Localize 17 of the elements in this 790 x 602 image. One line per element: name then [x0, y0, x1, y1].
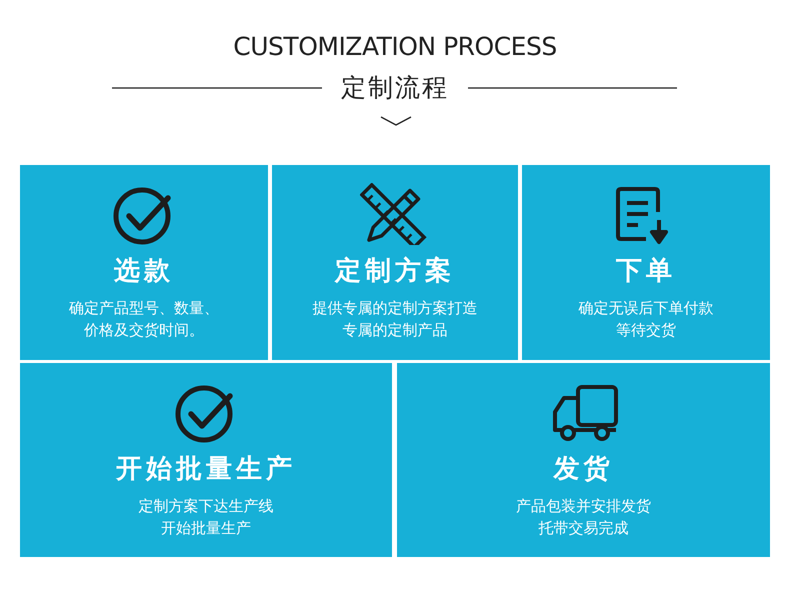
step-card: [272, 165, 518, 360]
step-description: 确定产品型号、数量、价格及交货时间。: [68, 298, 220, 341]
step-description: 产品包装并安排发货托带交易完成: [515, 496, 652, 539]
step-title: 下单: [616, 255, 676, 288]
step-card: [397, 363, 770, 557]
heading: CUSTOMIZATION PROCESS: [233, 32, 557, 61]
subheading: 定制流程: [341, 73, 449, 102]
step-title: 选款: [114, 255, 174, 288]
step-description: 提供专属的定制方案打造专属的定制产品: [312, 298, 478, 341]
step-description: 确定无误后下单付款等待交货: [578, 298, 714, 341]
step-title: 定制方案: [335, 255, 455, 288]
step-card: [522, 165, 770, 360]
step-title: 发货: [554, 453, 614, 486]
step-description: 定制方案下达生产线开始批量生产: [138, 496, 274, 539]
step-card: [20, 363, 392, 557]
step-card: [20, 165, 268, 360]
step-title: 开始批量生产: [116, 453, 296, 486]
